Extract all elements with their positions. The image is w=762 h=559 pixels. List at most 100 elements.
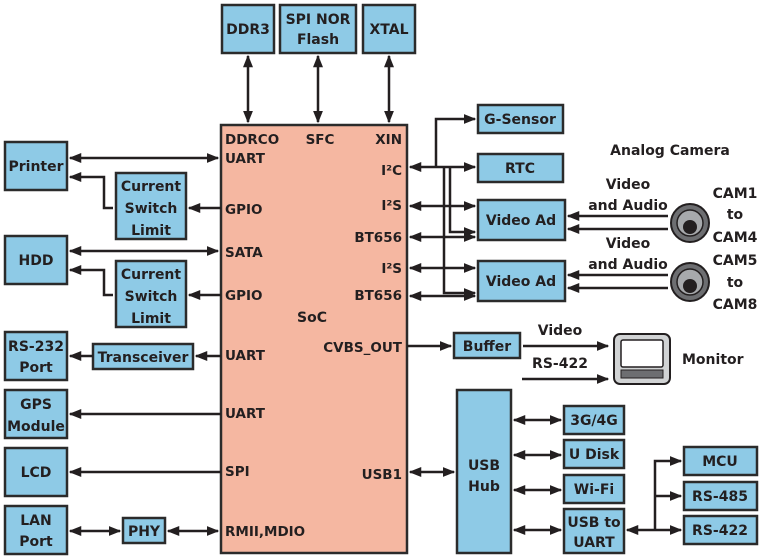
video-audio-1-line1: Video — [606, 177, 651, 193]
cam-group-2-line3: CAM8 — [713, 297, 758, 313]
svg-text:Wi-Fi: Wi-Fi — [574, 482, 614, 498]
video-audio-1-line2: and Audio — [588, 198, 668, 214]
pin-xin: XIN — [375, 132, 402, 148]
hdd-block: HDD — [3, 234, 69, 286]
3g-4g-block: 3G/4G — [562, 404, 626, 436]
pin-ddrco: DDRCO — [225, 132, 279, 148]
svg-text:PHY: PHY — [128, 524, 161, 540]
svg-text:G-Sensor: G-Sensor — [484, 112, 556, 128]
rs-422-block: RS-422 — [682, 514, 759, 546]
u-disk-block: U Disk — [562, 438, 626, 470]
pin-gpio-2: GPIO — [225, 288, 262, 304]
pin-cvbs-out: CVBS_OUT — [323, 340, 403, 356]
camera-icon — [670, 262, 710, 302]
monitor-label: Monitor — [682, 352, 744, 368]
svg-text:UART: UART — [573, 535, 615, 551]
printer-block: Printer — [3, 140, 69, 192]
svg-text:Current: Current — [121, 267, 182, 283]
phy-block: PHY — [121, 516, 167, 545]
gps-module-block: GPS Module — [3, 388, 69, 440]
svg-text:RTC: RTC — [505, 161, 535, 177]
usbuart-mcu-link — [653, 456, 683, 530]
i2c-videoad1-link — [448, 167, 477, 237]
svg-text:SPI NOR: SPI NOR — [286, 12, 351, 28]
video-label: Video — [538, 323, 583, 339]
lan-port-block: LAN Port — [3, 504, 69, 556]
rs422-label: RS-422 — [532, 356, 588, 372]
video-ad-2-block: Video Ad — [476, 259, 567, 303]
current-switch-limit-2-block: Current Switch Limit — [114, 259, 188, 329]
pin-bt656-2: BT656 — [354, 288, 402, 304]
xtal-block: XTAL — [361, 3, 417, 55]
rs-485-block: RS-485 — [682, 480, 759, 512]
pin-usb1: USB1 — [362, 467, 402, 483]
svg-text:RS-422: RS-422 — [692, 523, 748, 539]
svg-text:Printer: Printer — [8, 159, 63, 175]
svg-text:RS-232: RS-232 — [8, 339, 64, 355]
transceiver-block: Transceiver — [91, 342, 195, 371]
usb-to-uart-block: USB to UART — [562, 507, 626, 555]
svg-text:Switch: Switch — [125, 201, 178, 217]
ddr3-block: DDR3 — [220, 3, 276, 55]
svg-text:LCD: LCD — [21, 465, 52, 481]
svg-text:Limit: Limit — [131, 223, 171, 239]
svg-text:GPS: GPS — [20, 397, 52, 413]
svg-text:Video Ad: Video Ad — [486, 213, 556, 229]
pin-gpio-1: GPIO — [225, 202, 262, 218]
svg-text:Flash: Flash — [297, 32, 339, 48]
current-switch-limit-1-block: Current Switch Limit — [114, 171, 188, 241]
svg-text:Module: Module — [7, 419, 65, 435]
cam-group-2-line2: to — [727, 275, 744, 291]
svg-text:Current: Current — [121, 179, 182, 195]
pin-uart-rs232: UART — [225, 348, 266, 364]
lcd-block: LCD — [3, 446, 69, 498]
buffer-block: Buffer — [452, 331, 522, 360]
pin-uart-gps: UART — [225, 406, 266, 422]
csl1-printer-link — [68, 172, 113, 210]
video-audio-2-line1: Video — [606, 236, 651, 252]
svg-text:Transceiver: Transceiver — [98, 350, 189, 366]
cam-group-2-line1: CAM5 — [713, 253, 758, 269]
svg-text:Video Ad: Video Ad — [486, 274, 556, 290]
pin-i2c: I²C — [381, 163, 402, 179]
camera-icon — [670, 203, 710, 243]
soc-block: SoC DDRCO SFC XIN UART GPIO SATA GPIO UA… — [219, 123, 409, 555]
rtc-block: RTC — [476, 152, 565, 184]
svg-text:USB: USB — [468, 458, 500, 474]
svg-text:RS-485: RS-485 — [692, 489, 748, 505]
video-audio-2-line2: and Audio — [588, 257, 668, 273]
svg-text:HDD: HDD — [19, 253, 54, 269]
svg-text:Switch: Switch — [125, 289, 178, 305]
usb-hub-block: USB Hub — [455, 388, 513, 555]
svg-text:DDR3: DDR3 — [226, 22, 270, 38]
svg-text:Port: Port — [19, 360, 53, 376]
svg-text:U Disk: U Disk — [569, 447, 620, 463]
svg-text:LAN: LAN — [20, 513, 51, 529]
pin-rmii-mdio: RMII,MDIO — [225, 524, 305, 540]
svg-text:Hub: Hub — [468, 479, 500, 495]
video-ad-1-block: Video Ad — [476, 198, 567, 242]
i2c-gsensor-link — [434, 114, 477, 167]
cam-group-1-line2: to — [727, 207, 744, 223]
monitor-icon — [613, 333, 671, 385]
svg-text:Buffer: Buffer — [463, 339, 511, 355]
i2c-videoad2-link — [442, 167, 477, 298]
svg-text:USB to: USB to — [567, 515, 621, 531]
rs232-port-block: RS-232 Port — [3, 330, 69, 382]
csl2-hdd-link — [68, 265, 113, 297]
svg-text:MCU: MCU — [702, 454, 738, 470]
pin-i2s-2: I²S — [381, 261, 402, 277]
svg-text:XTAL: XTAL — [369, 22, 408, 38]
svg-text:3G/4G: 3G/4G — [570, 413, 618, 429]
pin-spi: SPI — [225, 464, 250, 480]
svg-text:Limit: Limit — [131, 311, 171, 327]
pin-sata: SATA — [225, 245, 263, 261]
g-sensor-block: G-Sensor — [476, 103, 565, 135]
analog-camera-label: Analog Camera — [610, 143, 730, 159]
wi-fi-block: Wi-Fi — [562, 473, 626, 505]
svg-text:Port: Port — [19, 534, 53, 550]
pin-sfc: SFC — [306, 132, 335, 148]
pin-bt656-1: BT656 — [354, 230, 402, 246]
cam-group-1-line3: CAM4 — [713, 230, 758, 246]
